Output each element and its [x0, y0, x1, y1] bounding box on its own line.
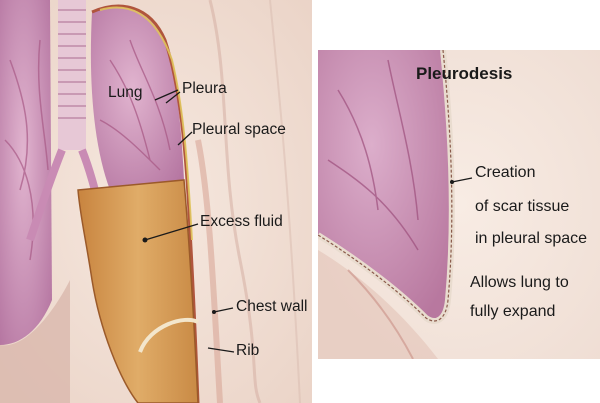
left-lung-shape	[0, 0, 52, 345]
pleurodesis-illustration	[318, 50, 600, 359]
label-creation-line1: Creation	[475, 164, 536, 181]
label-creation-line2: of scar tissue	[475, 198, 570, 215]
label-pleura: Pleura	[182, 80, 227, 97]
pleurodesis-illustration-panel: Pleurodesis Creation of scar tissue in p…	[318, 50, 600, 359]
label-rib: Rib	[236, 342, 260, 359]
label-chest-wall: Chest wall	[236, 298, 308, 315]
effusion-illustration-panel: Lung Pleura Pleural space Excess fluid C…	[0, 0, 312, 403]
excess-fluid-region	[77, 179, 199, 403]
label-creation-line3: in pleural space	[475, 230, 588, 247]
label-excess-fluid: Excess fluid	[200, 213, 283, 230]
expanded-lung-shape	[318, 50, 452, 321]
scar-leader-line	[451, 177, 473, 183]
effusion-illustration	[0, 0, 312, 403]
pleura-line	[91, 4, 200, 403]
rib-shape	[138, 317, 199, 353]
right-lung-shape	[90, 6, 184, 191]
trachea	[26, 0, 104, 242]
note-line2: fully expand	[470, 303, 556, 320]
leader-lines	[144, 89, 235, 353]
label-pleural-space: Pleural space	[192, 121, 286, 138]
label-lung: Lung	[108, 84, 143, 101]
note-line1: Allows lung to	[470, 274, 569, 291]
pleurodesis-title: Pleurodesis	[416, 64, 513, 83]
